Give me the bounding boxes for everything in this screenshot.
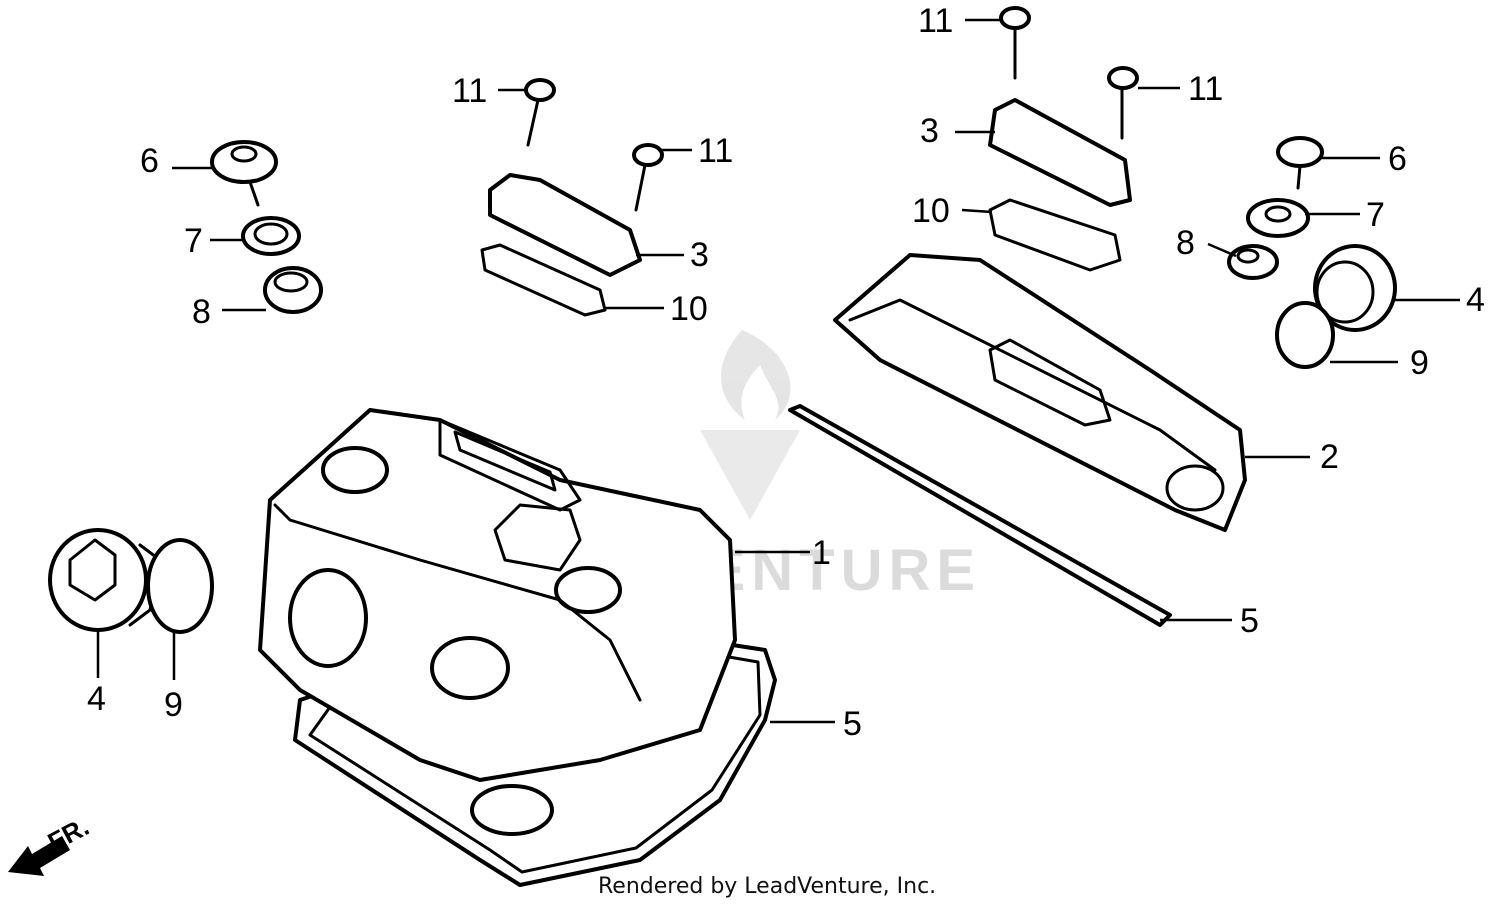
part-cap-right [1276,136,1324,190]
part-cover-top-oval [453,430,557,492]
part-cover-top-plate [438,418,582,512]
callout-8-right: 8 [1176,224,1195,262]
part-rear-cover-ridge [848,298,1217,472]
part-grommet-left [263,266,323,314]
part-gasket-left-port [470,784,554,836]
part-bolt-right-a [999,6,1031,80]
callout-6-left: 6 [140,142,159,180]
part-gasket-10-right [988,198,1122,272]
callout-7-right: 7 [1366,196,1385,234]
part-rear-cover-port [1165,464,1225,512]
part-seal-right [1246,198,1310,238]
part-grommet-right [1227,244,1279,280]
callout-3-right: 3 [920,112,939,150]
part-oring-right [1275,301,1335,369]
part-bolt-left-b [632,143,664,212]
leader-lines [96,18,1460,724]
callout-4-left: 4 [87,680,106,718]
part-cover-center-port [430,636,510,700]
watermark-flame-icon [721,330,791,420]
callout-9-left: 9 [164,686,183,724]
callout-5-right: 5 [1240,602,1259,640]
part-cover-window [493,503,582,572]
part-bolt-left-a [524,78,556,147]
part-cylinder-head-cover [258,408,737,782]
callout-5-left: 5 [843,705,862,743]
callout-7-left: 7 [184,222,203,260]
part-oring-left [146,538,214,634]
part-gasket-10-left [480,243,607,317]
render-credit: Rendered by LeadVenture, Inc. [598,874,937,899]
callout-2: 2 [1320,438,1339,476]
callout-11-d: 11 [1188,70,1223,108]
callout-11-c: 11 [918,2,953,40]
watermark-v-icon [700,430,800,520]
part-plug-right [1313,244,1397,332]
part-cover-ridge [273,503,642,702]
callout-6-right: 6 [1388,140,1407,178]
front-orientation-indicator: FR. [8,811,94,876]
part-cover-plug-hole-left [321,446,389,494]
callout-10-right: 10 [912,192,950,230]
callout-10-left: 10 [670,290,708,328]
callout-11-a: 11 [452,72,487,110]
part-cap-left [210,140,278,207]
part-rear-cylinder-cover [833,253,1247,532]
part-rear-cover-window [988,338,1112,427]
callout-11-b: 11 [698,132,733,170]
part-gasket-right [788,404,1172,627]
part-cover-side-port [288,568,368,668]
callout-8-left: 8 [192,293,211,331]
part-cover-plug-hole-right [554,566,622,614]
part-plate-left [488,173,642,277]
callout-1: 1 [812,534,831,572]
callout-9-right: 9 [1410,344,1429,382]
callout-4-right: 4 [1466,281,1485,319]
front-arrow-icon [8,836,70,876]
part-bolt-right-b [1107,66,1139,140]
part-seal-left [241,216,301,256]
callout-3-left: 3 [690,236,709,274]
part-plate-right [988,98,1132,207]
part-plug-left [48,528,162,632]
